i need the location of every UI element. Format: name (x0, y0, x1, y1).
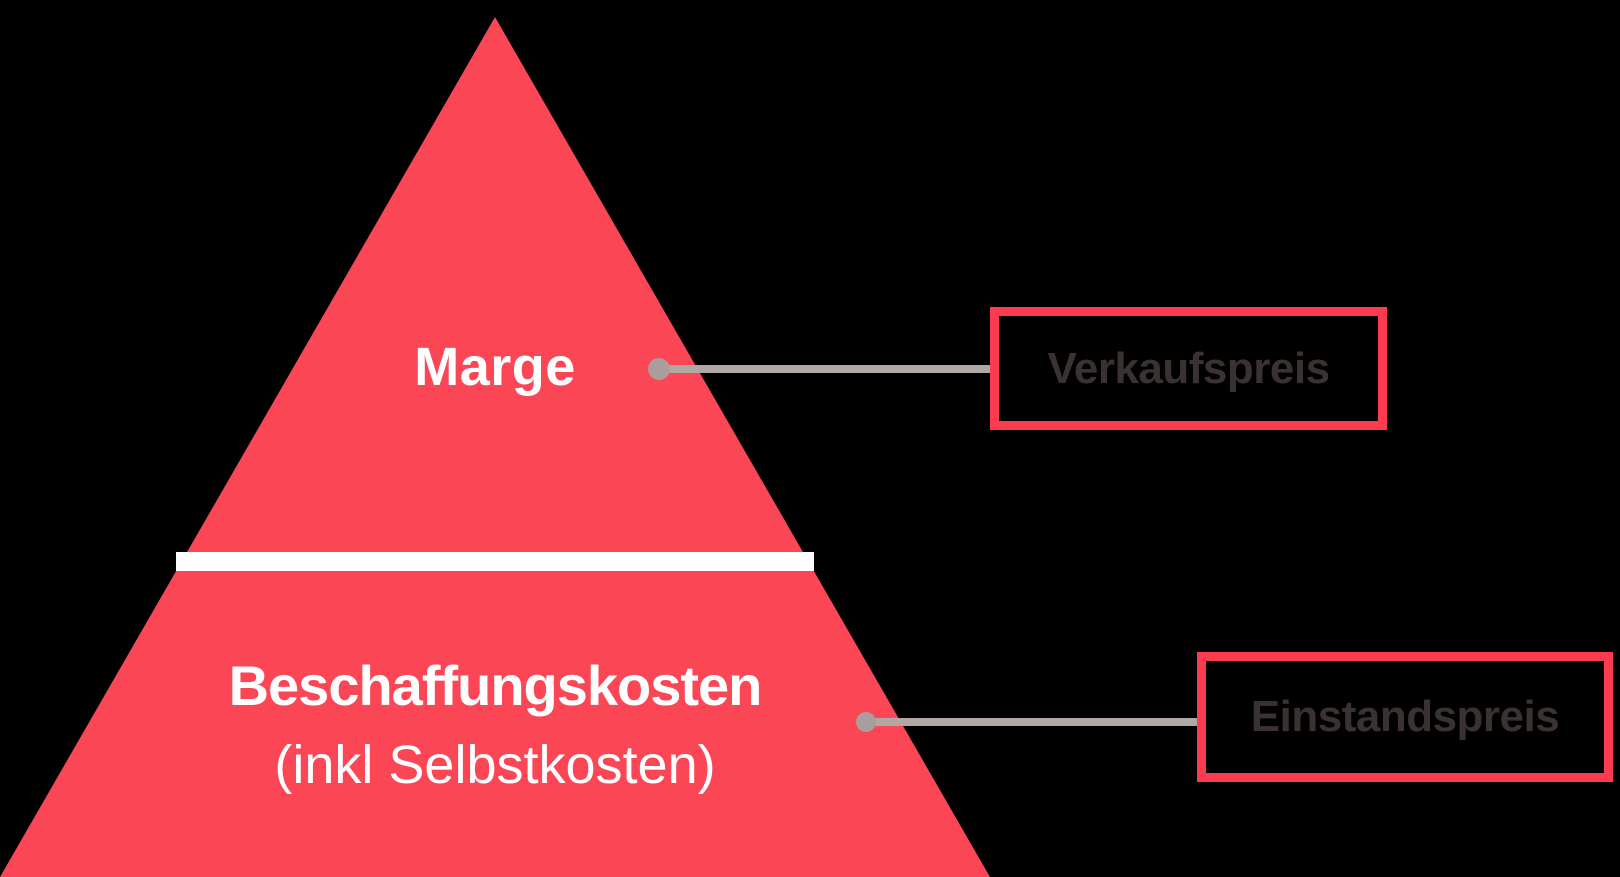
pyramid-bottom-section-label-line1: Beschaffungskosten (228, 654, 763, 717)
connector-dot-verkaufspreis (648, 358, 670, 380)
connector-line-einstandspreis (866, 718, 1198, 726)
callout-einstandspreis: Einstandspreis (1197, 652, 1613, 782)
callout-verkaufspreis-label: Verkaufspreis (1047, 343, 1330, 393)
callout-einstandspreis-label: Einstandspreis (1250, 692, 1560, 741)
connector-dot-einstandspreis (856, 712, 876, 732)
pyramid-top-section-label: Marge (414, 337, 576, 397)
connector-line-verkaufspreis (660, 365, 992, 373)
pyramid-bottom-section-label: Beschaffungskosten (inkl Selbstkosten) (0, 654, 990, 795)
pyramid-bottom-section-label-line2: (inkl Selbstkosten) (274, 735, 716, 795)
callout-verkaufspreis: Verkaufspreis (990, 307, 1387, 430)
pyramid-divider (176, 552, 814, 571)
